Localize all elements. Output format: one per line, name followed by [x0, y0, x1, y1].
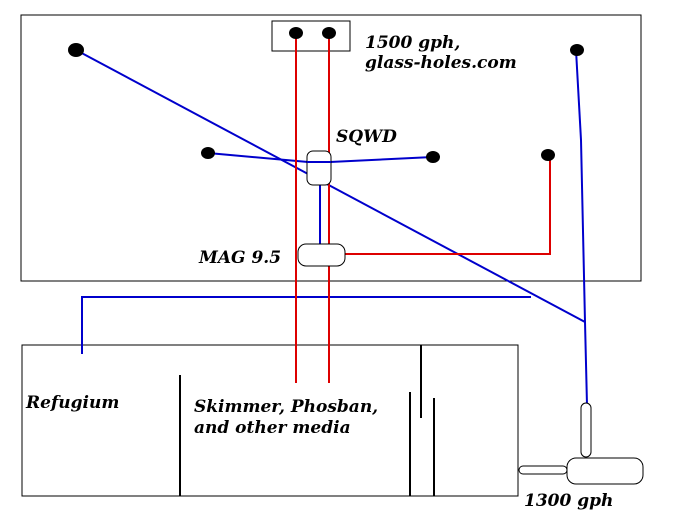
- mag-return-line: [345, 156, 551, 255]
- refugium-label: Refugium: [25, 393, 119, 413]
- media-label-line2: and other media: [194, 418, 351, 438]
- refugium-feed-line: [81, 296, 531, 354]
- sqwd-label: SQWD: [336, 127, 397, 147]
- media-label-line1: Skimmer, Phosban,: [194, 397, 378, 417]
- sqwd-line-right: [329, 156, 434, 163]
- return-pump: [566, 457, 644, 485]
- display-tank: [20, 14, 642, 282]
- overflow-hole-2: [322, 27, 336, 39]
- overflow-box: [271, 20, 351, 52]
- return-diagonal-line: [75, 49, 586, 323]
- overflow-rate-label: 1500 gph,: [365, 33, 460, 53]
- return-line-right: [575, 49, 588, 406]
- blue-plumbing: [75, 49, 588, 406]
- sump: [21, 344, 519, 497]
- outlet-top-right: [570, 44, 584, 56]
- overflow-brand-label: glass-holes.com: [365, 53, 517, 73]
- return-pump-rate-label: 1300 gph: [524, 491, 613, 511]
- overflow-hole-1: [289, 27, 303, 39]
- outlet-sqwd-left: [201, 147, 215, 159]
- pump-outlet-pipe: [580, 402, 592, 458]
- outlet-top-left: [68, 43, 84, 57]
- sqwd-valve: [306, 150, 332, 186]
- outlet-sqwd-right: [426, 151, 440, 163]
- red-plumbing: [295, 33, 551, 383]
- outlet-mag: [541, 149, 555, 161]
- mag-pump: [297, 243, 346, 267]
- sqwd-line-left: [207, 152, 309, 163]
- mag-label: MAG 9.5: [198, 248, 281, 268]
- pump-intake-pipe: [518, 465, 568, 475]
